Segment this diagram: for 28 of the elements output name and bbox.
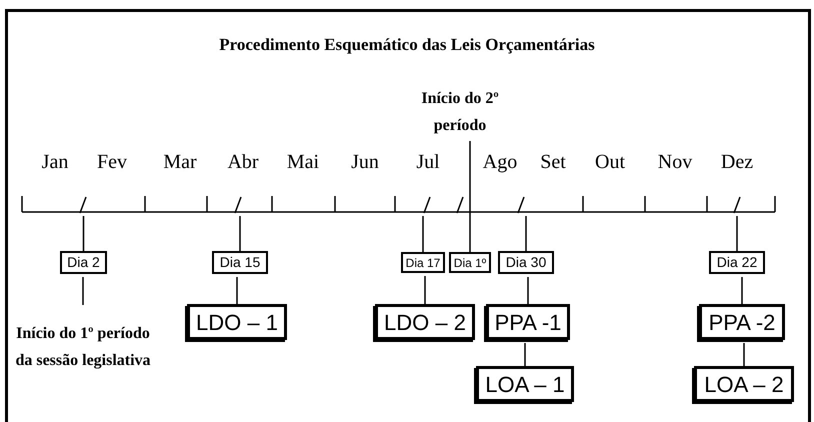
connector-line: [524, 343, 526, 366]
law-box: PPA -1: [486, 304, 570, 340]
date-box: Dia 17: [401, 252, 445, 273]
connector-line: [527, 277, 529, 304]
law-box: LDO – 2: [375, 304, 475, 340]
connector-line: [741, 277, 743, 304]
annotation-text: Início do 1º período da sessão legislativa: [8, 305, 158, 389]
connector-line: [239, 216, 241, 251]
date-box: Dia 2: [60, 251, 107, 274]
connector-line: [469, 141, 471, 252]
connector-line: [424, 276, 426, 304]
connector-line: [422, 216, 424, 252]
connector-line: [736, 216, 738, 251]
law-box: LDO – 1: [187, 304, 287, 340]
connector-line: [525, 216, 527, 251]
connector-line: [236, 277, 238, 304]
title: Procedimento Esquemático das Leis Orçamentárias: [218, 34, 596, 56]
law-box: PPA -2: [699, 304, 785, 340]
connector-line: [743, 343, 745, 366]
date-box: Dia 22: [709, 251, 765, 274]
date-box: Dia 30: [498, 251, 554, 274]
connector-line: [82, 216, 84, 251]
date-box: Dia 15: [212, 251, 268, 274]
date-box: Dia 1º: [449, 252, 491, 273]
annotation-text: Início do 2º período: [395, 86, 525, 138]
law-box: LOA – 2: [694, 366, 794, 402]
law-box: LOA – 1: [476, 366, 574, 402]
connector-line: [82, 277, 84, 305]
